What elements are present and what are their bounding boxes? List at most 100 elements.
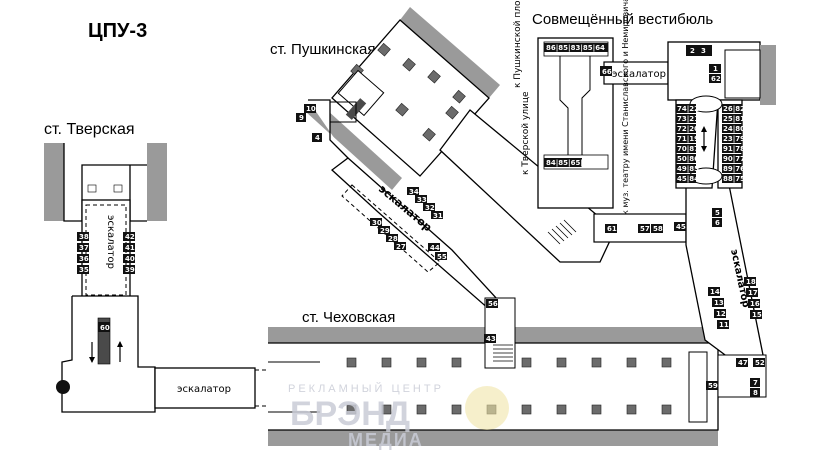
corridor-stairs [547,219,577,245]
svg-text:26|82: 26|82 [723,105,745,114]
svg-text:90|77: 90|77 [723,155,745,164]
bottom-escalator-box [154,367,256,409]
svg-text:44: 44 [430,244,440,252]
pushkinskaya-escalator-dashed [341,184,441,273]
svg-text:66: 66 [602,68,612,76]
pushkinskaya-station: эскалатор [306,7,687,369]
watermark-line2: БРЭНД [290,395,410,433]
svg-text:37: 37 [79,244,89,252]
watermark-logo [465,386,509,430]
to-tverskaya-street-label: к Тверской улице [521,91,531,175]
svg-text:6: 6 [715,219,720,227]
svg-text:10: 10 [306,105,316,113]
svg-text:45|84: 45|84 [677,175,699,184]
svg-text:86|85|83|85|64: 86|85|83|85|64 [546,44,605,53]
svg-text:29: 29 [380,227,390,235]
svg-text:88|75: 88|75 [723,175,745,184]
svg-text:5: 5 [715,209,720,217]
svg-text:40: 40 [125,255,135,263]
svg-text:25|81: 25|81 [723,115,745,124]
svg-text:33: 33 [417,196,427,204]
chekhovskaya-bottom-track [268,430,718,446]
pushkinskaya-title: ст. Пушкинская [270,41,375,58]
tverskaya-end-marker [56,380,70,394]
svg-text:15: 15 [752,311,762,319]
watermark-line1: РЕКЛАМНЫЙ ЦЕНТР [288,382,444,395]
tverskaya-left-wall [44,143,64,221]
to-theater-label: к муз. театру имени Станиславского и Нем… [621,0,630,215]
svg-text:49|85: 49|85 [677,165,699,174]
badge-column-left: 74|22 73|21 72|20 71|19 70|87 50|86 49|8… [676,104,699,184]
svg-text:24|80: 24|80 [723,125,745,134]
bottom-escalator-passage: эскалатор [154,367,320,409]
svg-text:32: 32 [425,204,435,212]
lobby-wall-right [760,45,776,105]
tverskaya-right-wall [147,143,167,221]
tverskaya-area: эскалатор [44,143,167,413]
pushkinskaya-track-top [400,7,500,98]
svg-text:23|79: 23|79 [723,135,745,144]
svg-text:72|20: 72|20 [677,125,699,134]
svg-text:91|78: 91|78 [723,145,745,154]
svg-text:47: 47 [738,359,748,367]
svg-text:7: 7 [753,379,758,387]
svg-text:9: 9 [299,114,304,122]
bottom-escalator-label: эскалатор [177,384,231,395]
svg-text:43: 43 [486,335,496,343]
lobby-left-hall [537,37,614,209]
cpu-title: ЦПУ-3 [88,20,147,42]
svg-text:59: 59 [708,382,718,390]
svg-text:61: 61 [607,225,617,233]
badge-column-right: 26|82 25|81 24|80 23|79 91|78 90|77 89|7… [722,104,745,184]
watermark: РЕКЛАМНЫЙ ЦЕНТР БРЭНД МЕДИА [288,382,509,450]
combined-lobby-title: Совмещённый вестибюль [532,11,713,28]
svg-text:35: 35 [79,266,89,274]
svg-text:12: 12 [716,310,726,318]
svg-text:73|21: 73|21 [677,115,699,124]
down-arrow-icon [701,146,707,152]
svg-text:30: 30 [372,219,382,227]
svg-text:60: 60 [100,324,110,332]
svg-text:11: 11 [719,321,729,329]
svg-text:52: 52 [755,359,765,367]
down-arrow-icon [89,357,95,363]
tverskaya-escalator-shaft [81,199,131,301]
svg-text:62: 62 [711,75,721,83]
svg-text:13: 13 [714,299,724,307]
svg-text:38: 38 [79,233,89,241]
svg-text:34: 34 [409,188,419,196]
svg-text:17: 17 [748,289,758,297]
svg-text:70|87: 70|87 [677,145,699,154]
svg-text:71|19: 71|19 [677,135,699,144]
svg-text:36: 36 [79,255,89,263]
watermark-line3: МЕДИА [348,430,424,450]
svg-text:55: 55 [437,253,447,261]
svg-text:28: 28 [388,235,398,243]
svg-text:8: 8 [753,389,758,397]
svg-text:18: 18 [746,278,756,286]
badges: 60 38 37 36 35 42 41 40 39 10 9 4 34 33 … [77,43,765,397]
chekhovskaya-title: ст. Чеховская [302,309,395,326]
svg-text:31: 31 [433,212,443,220]
svg-text:41: 41 [125,244,135,252]
svg-text:57: 57 [640,225,650,233]
up-arrow-icon [117,341,123,347]
svg-text:4: 4 [315,134,320,142]
svg-text:3: 3 [701,47,706,55]
svg-text:14: 14 [710,288,720,296]
svg-text:45: 45 [676,223,686,231]
tverskaya-hall-outline-right [129,165,147,222]
svg-text:39: 39 [125,266,135,274]
tverskaya-title: ст. Тверская [44,121,135,138]
svg-text:27: 27 [396,243,406,251]
to-pushkin-square-label: к Пушкинской площади [513,0,523,88]
svg-text:42: 42 [125,233,135,241]
svg-text:84|85|65|67: 84|85|65|67 [546,159,593,168]
tverskaya-escalator-label: эскалатор [105,215,116,269]
svg-text:2: 2 [690,47,695,55]
svg-text:89|76: 89|76 [723,165,745,174]
svg-text:56: 56 [488,300,498,308]
up-arrow-icon [701,126,707,132]
